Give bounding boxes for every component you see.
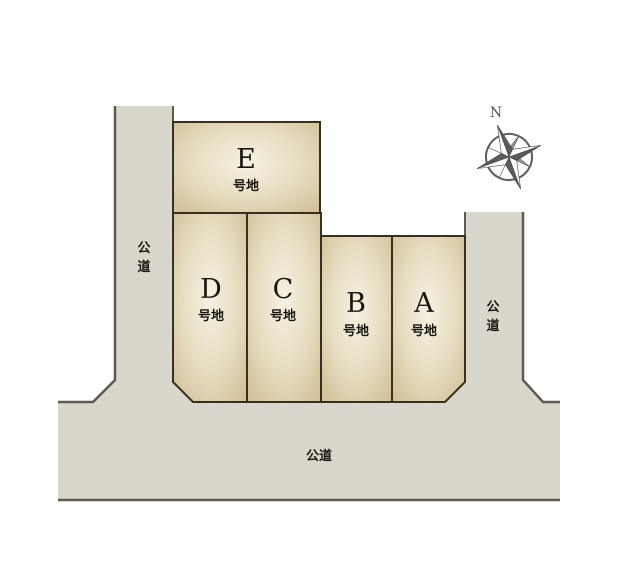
lot-c-letter: C [273, 274, 294, 305]
lot-c[interactable] [246, 212, 322, 403]
lot-e-label: 号地 [233, 178, 259, 194]
lot-a-letter: A [413, 288, 434, 319]
lot-d-label: 号地 [198, 308, 224, 324]
lot-a-label: 号地 [411, 323, 437, 339]
lot-e[interactable] [172, 121, 321, 214]
lot-a[interactable] [391, 235, 466, 403]
bottom-road-label: 公道 [306, 448, 332, 464]
lots [172, 121, 466, 403]
right-road-label-2: 道 [486, 318, 499, 334]
left-road-label-1: 公 [137, 241, 150, 256]
road-labels: 公 道 公 道 公道 [137, 241, 499, 464]
lot-c-label: 号地 [270, 308, 296, 324]
lot-b[interactable] [320, 235, 393, 403]
lot-e-letter: E [236, 144, 256, 175]
lot-b-letter: B [346, 288, 366, 319]
right-road-label-1: 公 [486, 300, 499, 315]
public-roads [58, 106, 560, 502]
road-edge-left [58, 106, 117, 404]
left-road-label-2: 道 [137, 259, 150, 275]
lot-d-letter: D [200, 274, 222, 305]
lot-d[interactable] [172, 212, 248, 403]
compass-rose-icon [476, 124, 542, 190]
lot-labels: E 号地 D 号地 C 号地 B 号地 A 号地 [198, 144, 437, 339]
road-shape [58, 106, 560, 500]
north-label: N [490, 105, 502, 121]
road-edge-right [521, 212, 560, 404]
lot-b-label: 号地 [343, 323, 369, 339]
